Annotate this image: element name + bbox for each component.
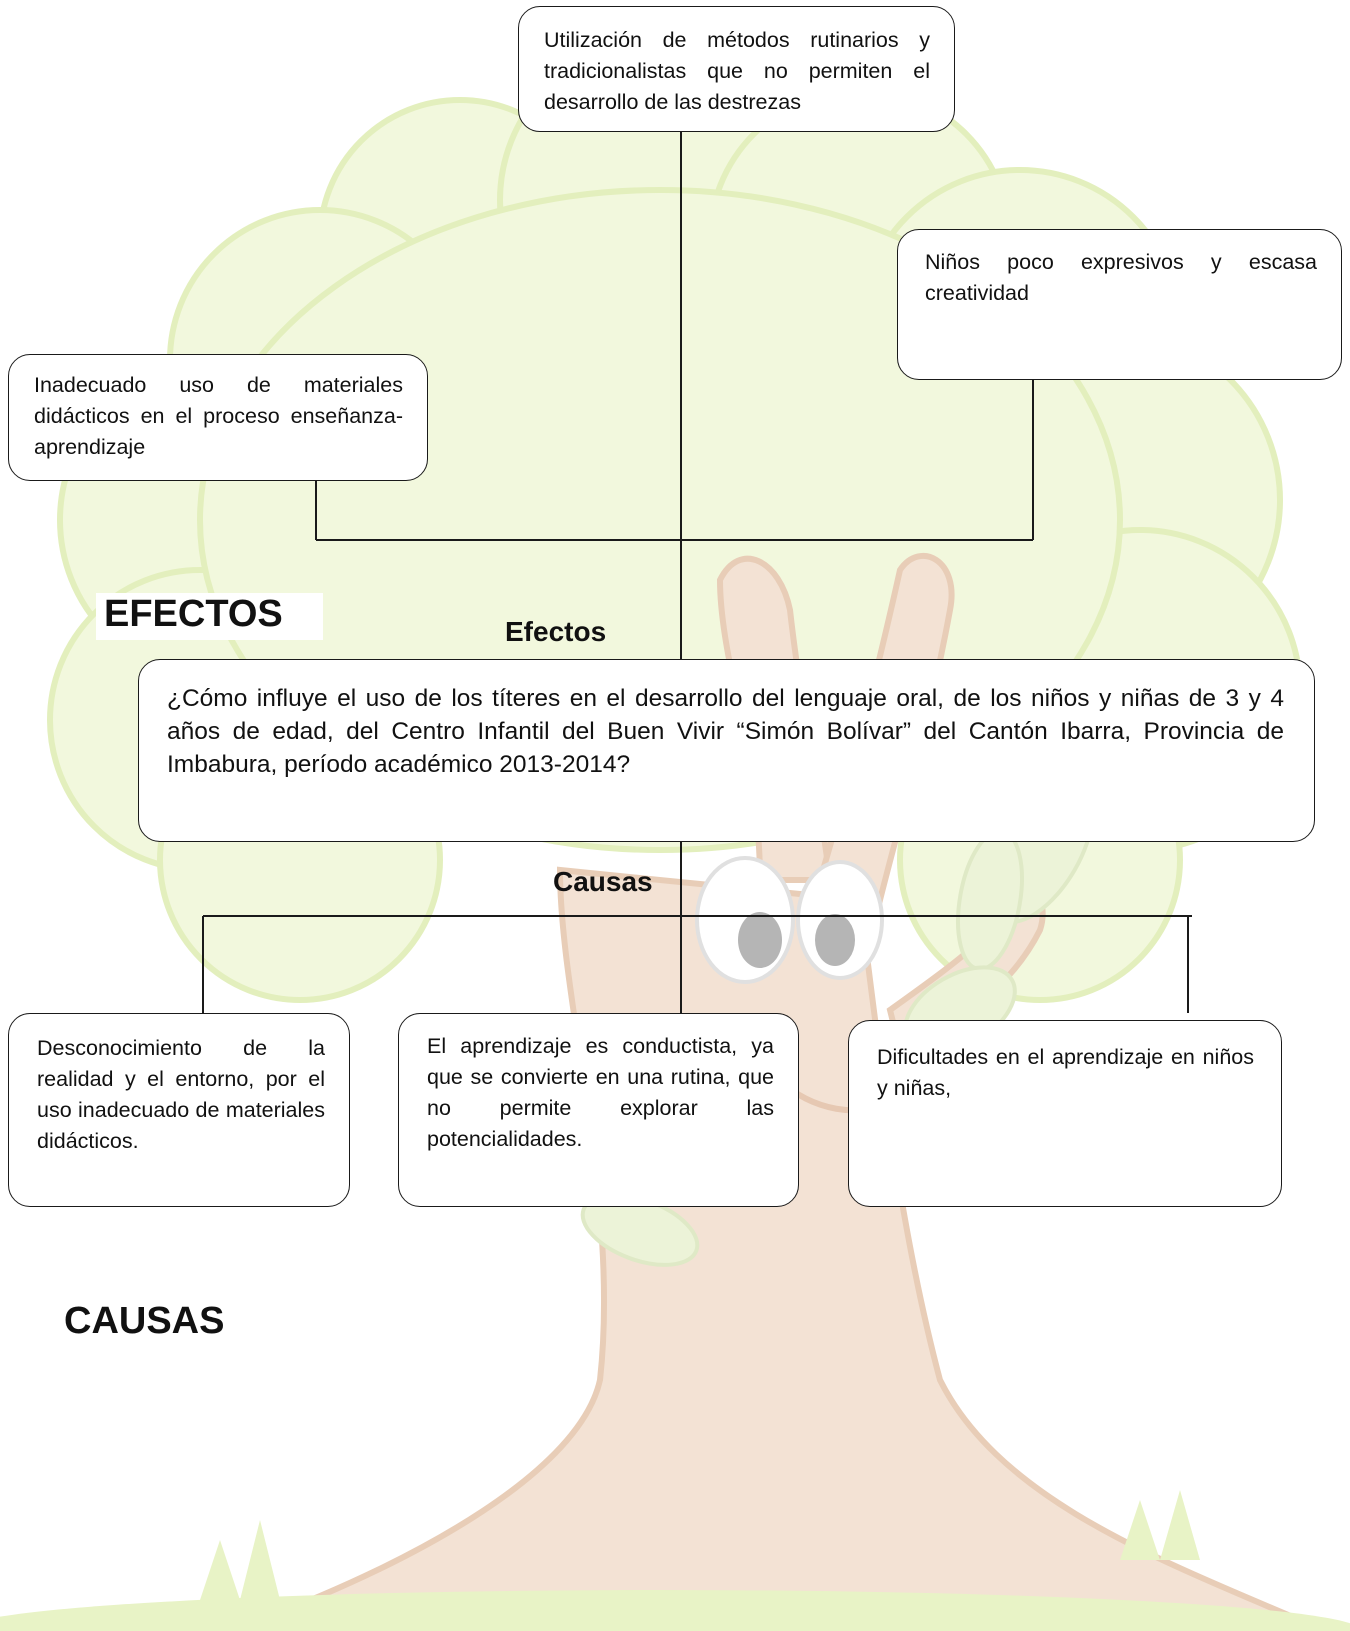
problem-text: ¿Cómo influye el uso de los títeres en e… — [167, 685, 1284, 778]
effect-text-right: Niños poco expresivos y escasa creativid… — [925, 250, 1317, 305]
efectos-label: Efectos — [505, 616, 607, 647]
cause-text-1: Desconocimiento de la realidad y el ento… — [37, 1036, 325, 1153]
effect-text-left: Inadecuado uso de materiales didácticos … — [34, 373, 403, 459]
effect-box-right: Niños poco expresivos y escasa creativid… — [897, 229, 1342, 380]
causas-label: Causas — [553, 866, 653, 897]
efectos-heading: EFECTOS — [96, 593, 323, 640]
cause-box-3: Dificultades en el aprendizaje en niños … — [848, 1020, 1282, 1207]
effect-box-top: Utilización de métodos rutinarios y trad… — [518, 6, 955, 132]
grass — [0, 1490, 1350, 1631]
tree-eyes — [695, 856, 884, 984]
effect-text-top: Utilización de métodos rutinarios y trad… — [544, 28, 930, 114]
cause-box-1: Desconocimiento de la realidad y el ento… — [8, 1013, 350, 1207]
cause-text-3: Dificultades en el aprendizaje en niños … — [877, 1045, 1254, 1100]
causas-heading: CAUSAS — [64, 1300, 225, 1342]
cause-text-2: El aprendizaje es conductista, ya que se… — [427, 1034, 774, 1151]
problem-box: ¿Cómo influye el uso de los títeres en e… — [138, 659, 1315, 842]
effect-box-left: Inadecuado uso de materiales didácticos … — [8, 354, 428, 481]
cause-box-2: El aprendizaje es conductista, ya que se… — [398, 1013, 799, 1207]
